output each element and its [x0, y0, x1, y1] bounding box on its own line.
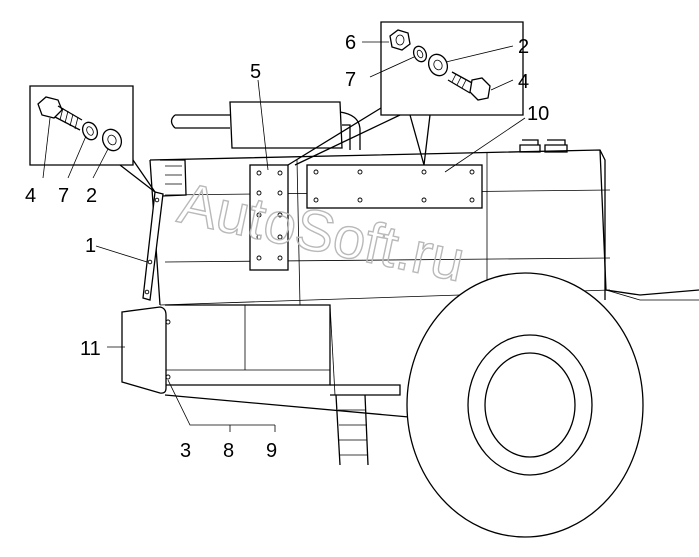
- machine-body: [149, 101, 699, 466]
- callout-3: 3: [180, 440, 191, 462]
- callout-8: 8: [223, 440, 234, 462]
- callout-7-top: 7: [345, 69, 356, 91]
- callout-1: 1: [85, 235, 96, 257]
- callout-6: 6: [345, 32, 356, 54]
- cover-panel-11: [121, 306, 171, 394]
- detail-inset-top: [287, 21, 524, 166]
- wheel: [406, 272, 644, 538]
- callout-2-top: 2: [518, 36, 529, 58]
- cover-panel-10: [306, 164, 483, 209]
- callout-9: 9: [266, 440, 277, 462]
- callout-5: 5: [250, 61, 261, 83]
- rim-inner: [484, 352, 576, 458]
- detail-inset-left: [29, 85, 156, 193]
- tire: [406, 272, 644, 538]
- callout-10: 10: [527, 103, 549, 125]
- cover-panel-5: [249, 164, 289, 271]
- callout-4-left: 4: [25, 185, 36, 207]
- callout-11: 11: [80, 338, 101, 360]
- rim-outer: [467, 334, 593, 476]
- callout-7-left: 7: [58, 185, 69, 207]
- callout-4-top: 4: [518, 71, 529, 93]
- leader-lines: [42, 41, 526, 432]
- callout-2-left: 2: [86, 185, 97, 207]
- side-strip-1: [142, 191, 164, 301]
- callout-labels: 1 11 5 10 6 7 2 4 4 7 2 3 8 9: [25, 32, 549, 462]
